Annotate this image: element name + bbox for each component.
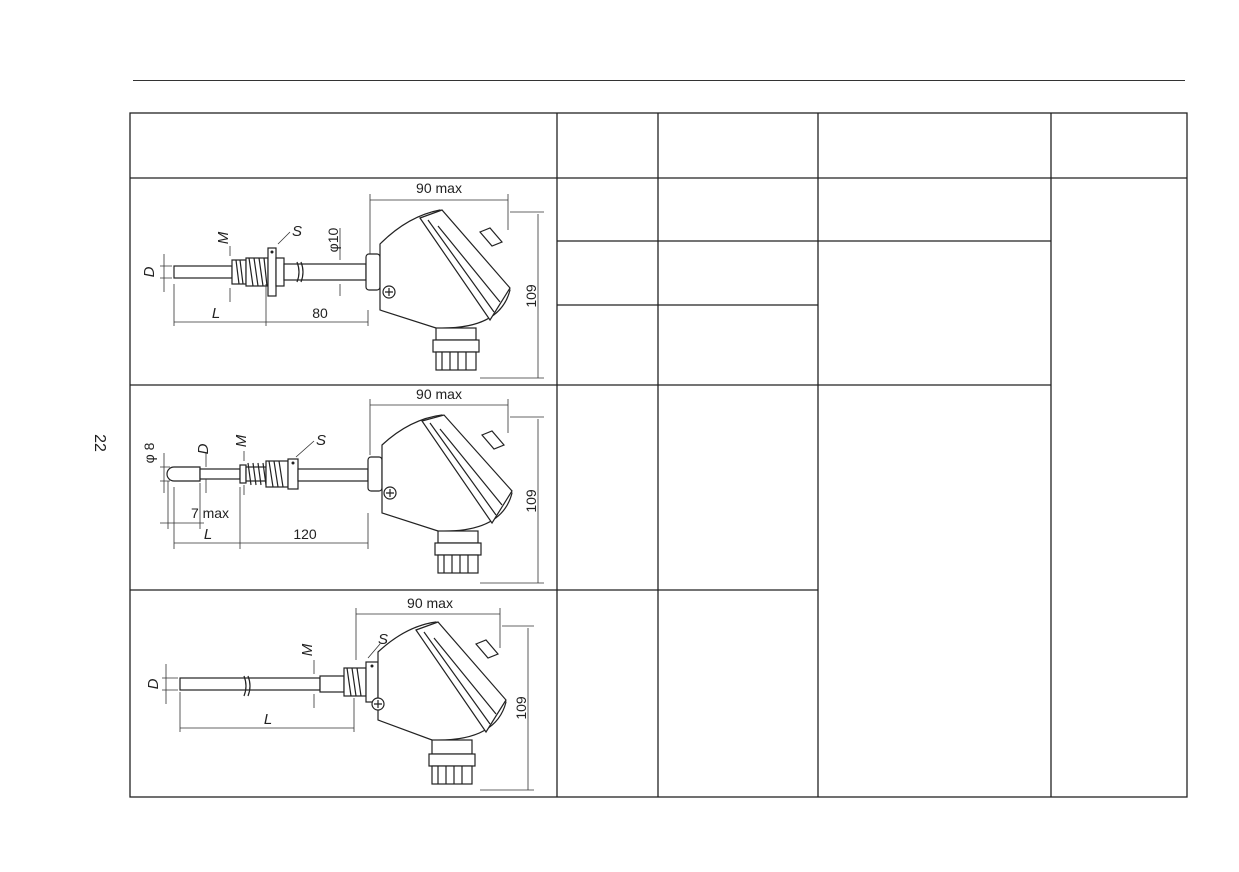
- symbol-d: D: [145, 678, 162, 689]
- symbol-d: D: [141, 266, 158, 277]
- dim-diameter-label: φ10: [325, 227, 341, 252]
- dim-tip-label: 7 max: [191, 505, 229, 521]
- dim-diameter-8-label: φ 8: [141, 442, 157, 463]
- sensor-drawing-threaded-fitting: 90 max 109 L 80 D M S φ10: [141, 180, 544, 379]
- symbol-l: L: [212, 305, 220, 322]
- dim-width-label: 90 max: [407, 595, 453, 611]
- symbol-s: S: [292, 223, 302, 240]
- header-rule: [133, 80, 1185, 81]
- dim-width-label: 90 max: [416, 180, 462, 196]
- dim-width-label: 90 max: [416, 386, 462, 402]
- dim-length-label: 80: [312, 305, 328, 321]
- symbol-m: M: [233, 434, 250, 447]
- dim-height-label: 109: [523, 284, 539, 308]
- symbol-l: L: [204, 526, 212, 543]
- dim-height-label: 109: [523, 489, 539, 513]
- symbol-d: D: [195, 443, 212, 454]
- symbol-m: M: [215, 231, 232, 244]
- sensor-drawing-direct-thread: 90 max 109 D M S L: [145, 595, 534, 791]
- symbol-l: L: [264, 711, 272, 728]
- sensor-drawing-spring-loaded: 90 max 109 φ 8 D M S 7 max L 120: [141, 386, 544, 584]
- dim-height-label: 109: [513, 696, 529, 720]
- symbol-s: S: [316, 432, 326, 449]
- symbol-m: M: [299, 643, 316, 656]
- symbol-s: S: [378, 631, 388, 648]
- dim-length-label: 120: [293, 526, 317, 542]
